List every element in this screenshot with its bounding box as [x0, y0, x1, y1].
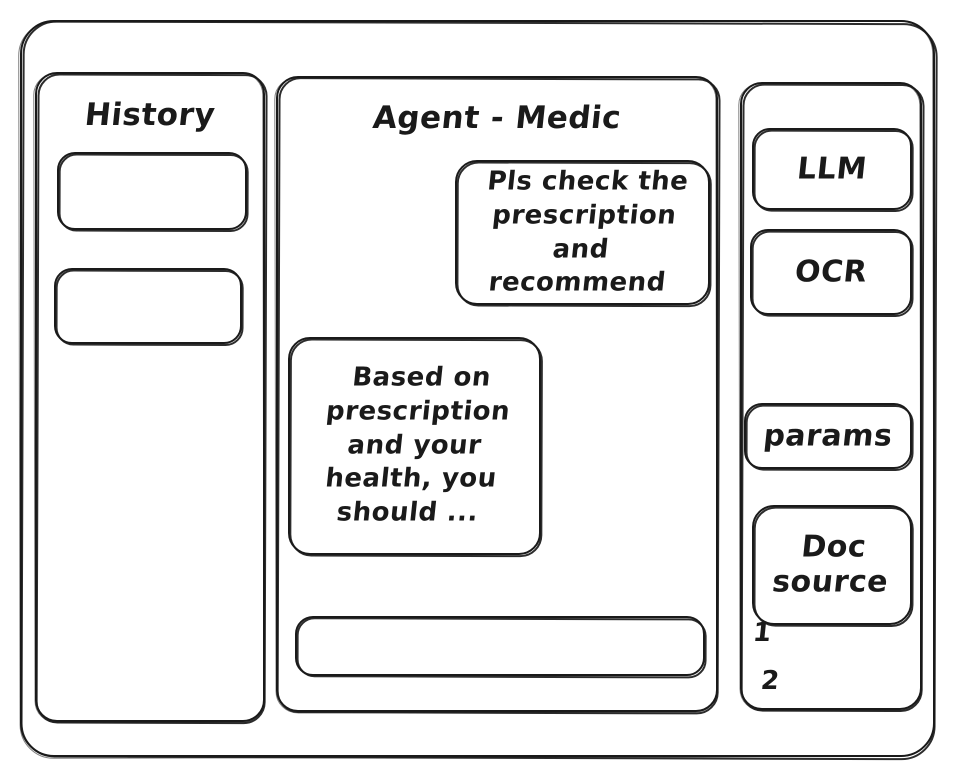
message-input-stroke [295, 616, 707, 679]
history-item-2[interactable] [54, 268, 244, 347]
tool-card-doc-source-label: Doc source [770, 529, 890, 600]
tool-card-params-label: params [761, 418, 895, 454]
tool-card-ocr-label: OCR [793, 254, 869, 290]
history-item-1-stroke [57, 152, 249, 233]
history-panel-title: History [83, 97, 218, 133]
history-item-2-stroke [54, 268, 244, 347]
agent-panel-title: Agent - Medic [371, 100, 624, 136]
tool-card-doc-source[interactable]: Doc source [752, 505, 914, 628]
chat-message-user-text: Pls check the prescription and recommend [485, 165, 690, 298]
doc-source-list-item-2[interactable]: 2 [759, 666, 782, 696]
chat-message-assistant-text: Based on prescription and your health, y… [323, 362, 512, 528]
chat-message-user: Pls check the prescription and recommend [455, 160, 712, 308]
chat-message-assistant: Based on prescription and your health, y… [288, 337, 543, 558]
tool-card-params[interactable]: params [744, 403, 914, 472]
tool-card-ocr[interactable]: OCR [750, 229, 914, 318]
history-item-1[interactable] [57, 152, 249, 233]
tool-card-llm-label: LLM [795, 151, 869, 187]
message-input[interactable] [295, 616, 707, 679]
tool-card-llm[interactable]: LLM [752, 128, 914, 213]
doc-source-list-item-1[interactable]: 1 [751, 618, 774, 648]
